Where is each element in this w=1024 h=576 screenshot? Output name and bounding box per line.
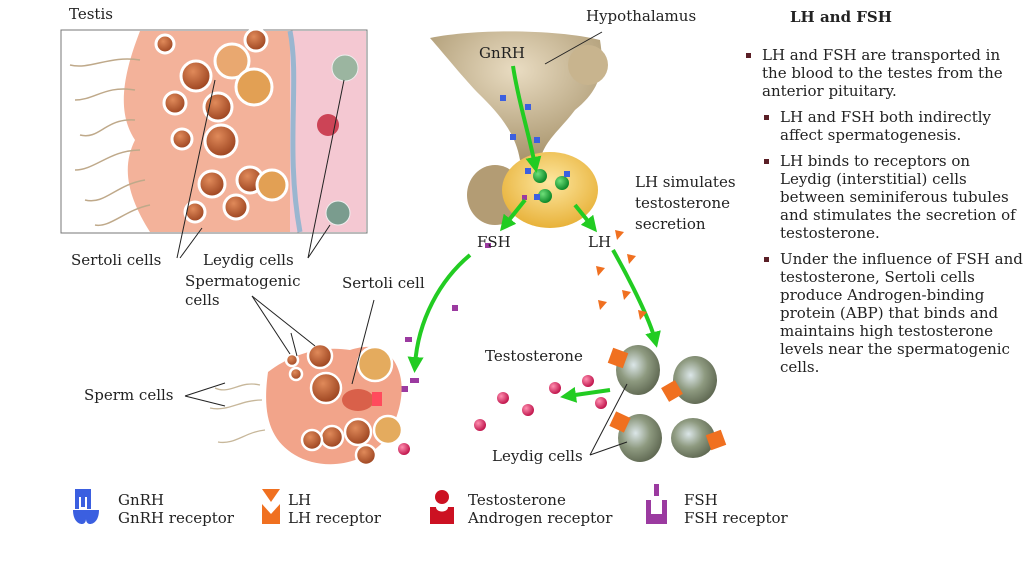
fsh-particles <box>390 243 491 392</box>
bullet-text: LH and FSH are transported in the blood … <box>762 46 1003 100</box>
gnrh-receptor-icon <box>73 489 99 524</box>
testis-label: Testis <box>69 5 113 23</box>
lh-receptor-icon <box>262 489 280 524</box>
legend-item-fsh: FSH FSH receptor <box>684 491 788 527</box>
leydig-cells <box>589 345 727 462</box>
bullet-icon <box>746 53 751 58</box>
gnrh-label: GnRH <box>479 44 526 62</box>
fsh-receptor-icon <box>646 484 667 524</box>
sperm-cells-label: Sperm cells <box>84 386 174 404</box>
legend-line-2: FSH receptor <box>684 509 788 527</box>
lh-particles <box>596 230 647 320</box>
bullet-item: LH and FSH are transported in the blood … <box>742 46 1024 100</box>
legend-line-1: LH <box>288 491 312 509</box>
legend-line-1: GnRH <box>118 491 165 509</box>
legend-item-gnrh: GnRH GnRH receptor <box>118 491 234 527</box>
testosterone-particles <box>474 375 607 431</box>
androgen-receptor-icon <box>430 490 454 524</box>
legend-line-1: Testosterone <box>468 491 566 509</box>
spermatogenic-cells-label-1: Spermatogenic <box>185 272 301 290</box>
legend-item-testosterone: Testosterone Androgen receptor <box>468 491 612 527</box>
sidebar-title: LH and FSH <box>790 8 892 26</box>
bullet-item: Under the influence of FSH and testoster… <box>742 250 1024 376</box>
bullet-icon <box>764 159 769 164</box>
legend-line-1: FSH <box>684 491 718 509</box>
signal-arrows <box>407 65 661 403</box>
leydig-cells-top-label: Leydig cells <box>203 251 294 269</box>
bullet-icon <box>764 257 769 262</box>
bullet-text: LH and FSH both indirectly affect sperma… <box>780 108 992 144</box>
legend-line-2: GnRH receptor <box>118 509 234 527</box>
lh-note-line-2: testosterone <box>635 194 731 212</box>
bullet-item: LH and FSH both indirectly affect sperma… <box>742 108 1024 144</box>
sidebar-notes: LH and FSH LH and FSH are transported in… <box>742 8 1024 376</box>
bullet-text: LH binds to receptors on Leydig (interst… <box>780 152 1016 242</box>
lh-note-line-1: LH simulates <box>635 173 736 191</box>
hypothalamus-label: Hypothalamus <box>586 7 697 25</box>
fsh-label: FSH <box>477 233 511 251</box>
legend-line-2: LH receptor <box>288 509 381 527</box>
legend-item-lh: LH LH receptor <box>288 491 381 527</box>
testis-panel <box>60 27 368 259</box>
bullet-item: LH binds to receptors on Leydig (interst… <box>742 152 1024 242</box>
spermatogenic-cells-label-2: cells <box>185 291 220 309</box>
sertoli-cells-label: Sertoli cells <box>71 251 162 269</box>
bullet-icon <box>764 115 769 120</box>
leydig-cells-bottom-label: Leydig cells <box>492 447 583 465</box>
lh-label: LH <box>588 233 612 251</box>
bullet-text: Under the influence of FSH and testoster… <box>780 250 1023 376</box>
testosterone-label: Testosterone <box>485 347 583 365</box>
lh-note-line-3: secretion <box>635 215 706 233</box>
sertoli-cell-label: Sertoli cell <box>342 274 425 292</box>
legend-line-2: Androgen receptor <box>468 509 613 527</box>
sertoli-cluster <box>184 295 410 467</box>
